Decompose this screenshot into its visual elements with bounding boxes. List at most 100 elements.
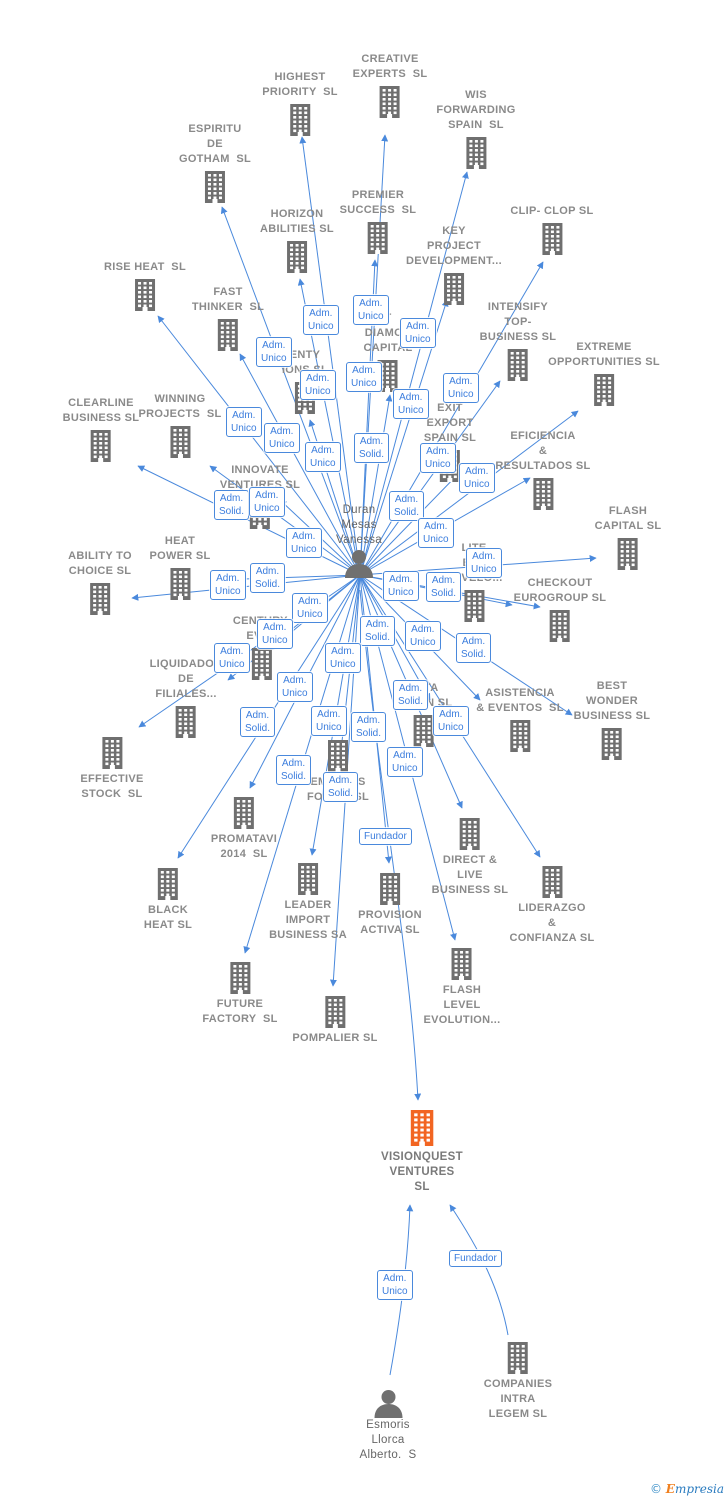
company-node-asistencia[interactable]: ASISTENCIA & EVENTOS SL bbox=[476, 686, 563, 752]
edge-to-creative bbox=[359, 134, 389, 576]
company-label: BLACK HEAT SL bbox=[143, 904, 193, 931]
company-node-provision[interactable]: PROVISION ACTIVA SL bbox=[358, 873, 422, 938]
role-badge[interactable]: Adm. Unico bbox=[226, 407, 262, 437]
company-node-intensify[interactable]: INTENSIFY TOP- BUSINESS SL bbox=[480, 300, 557, 381]
company-node-companies[interactable]: COMPANIES INTRA LEGEM SL bbox=[484, 1342, 553, 1422]
company-label: EXTREME OPPORTUNITIES SL bbox=[548, 341, 660, 368]
role-badge[interactable]: Adm. Solid. bbox=[354, 433, 390, 463]
company-node-espiritu[interactable]: ESPIRITU DE GOTHAM SL bbox=[179, 122, 251, 203]
building-icon bbox=[508, 349, 528, 381]
company-node-effective[interactable]: EFFECTIVE STOCK SL bbox=[80, 737, 143, 802]
company-node-premier[interactable]: PREMIER SUCCESS SL bbox=[340, 188, 417, 254]
role-badge[interactable]: Adm. Solid. bbox=[426, 572, 462, 602]
company-label: EFICIENCIA & RESULTADOS SL bbox=[495, 430, 591, 472]
role-badge[interactable]: Adm. Unico bbox=[325, 643, 361, 673]
role-badge[interactable]: Adm. Solid. bbox=[351, 712, 387, 742]
company-node-clipclop[interactable]: CLIP- CLOP SL bbox=[510, 204, 593, 255]
company-node-pompalier[interactable]: POMPALIER SL bbox=[292, 996, 377, 1046]
role-badge[interactable]: Adm. Unico bbox=[257, 619, 293, 649]
role-badge[interactable]: Adm. Solid. bbox=[240, 707, 276, 737]
role-badge[interactable]: Adm. Unico bbox=[300, 370, 336, 400]
role-badge[interactable]: Adm. Unico bbox=[305, 442, 341, 472]
company-node-horizon[interactable]: HORIZON ABILITIES SL bbox=[260, 207, 334, 273]
company-node-future[interactable]: FUTURE FACTORY SL bbox=[202, 962, 277, 1027]
role-badge[interactable]: Adm. Solid. bbox=[323, 772, 359, 802]
second-person-node[interactable]: Esmoris Llorca Alberto. S bbox=[360, 1388, 417, 1463]
company-node-bestwonder[interactable]: BEST WONDER BUSINESS SL bbox=[574, 679, 651, 760]
company-node-promatavi[interactable]: PROMATAVI 2014 SL bbox=[211, 797, 277, 862]
role-badge[interactable]: Adm. Solid. bbox=[214, 490, 250, 520]
role-badge[interactable]: Adm. Unico bbox=[418, 518, 454, 548]
company-node-extreme[interactable]: EXTREME OPPORTUNITIES SL bbox=[548, 340, 660, 406]
company-node-highest[interactable]: HIGHEST PRIORITY SL bbox=[262, 70, 338, 136]
company-label: WINNING PROJECTS SL bbox=[138, 393, 222, 420]
role-badge[interactable]: Adm. Unico bbox=[264, 423, 300, 453]
company-node-fast[interactable]: FAST THINKER SL bbox=[192, 285, 264, 351]
role-badge[interactable]: Adm. Unico bbox=[353, 295, 389, 325]
company-node-clearline[interactable]: CLEARLINE BUSINESS SL bbox=[63, 396, 140, 462]
role-badge[interactable]: Adm. Unico bbox=[256, 337, 292, 367]
company-node-diamond[interactable]: T DIAMON CAPITAL bbox=[364, 311, 413, 392]
copyright-symbol: © bbox=[649, 1482, 662, 1496]
role-badge[interactable]: Adm. Unico bbox=[393, 389, 429, 419]
company-label: INNOVATE VENTURES SL bbox=[219, 464, 301, 491]
building-icon bbox=[205, 171, 225, 203]
role-badge[interactable]: Adm. Unico bbox=[292, 593, 328, 623]
company-node-flashcap[interactable]: FLASH CAPITAL SL bbox=[595, 504, 662, 570]
role-badge[interactable]: Adm. Unico bbox=[433, 706, 469, 736]
role-badge[interactable]: Adm. Unico bbox=[303, 305, 339, 335]
company-node-riseheat[interactable]: RISE HEAT SL bbox=[104, 260, 186, 311]
building-icon bbox=[532, 478, 553, 510]
role-badge[interactable]: Adm. Unico bbox=[346, 362, 382, 392]
role-badge[interactable]: Adm. Unico bbox=[286, 528, 322, 558]
role-badge[interactable]: Adm. Solid. bbox=[276, 755, 312, 785]
edge-to-clearline bbox=[137, 465, 361, 576]
company-node-liquidador[interactable]: LIQUIDADOR DE FILIALES... bbox=[150, 657, 223, 738]
building-icon bbox=[90, 583, 110, 615]
company-node-creative[interactable]: CREATIVE EXPERTS SL bbox=[353, 52, 428, 118]
role-badge[interactable]: Adm. Unico bbox=[387, 747, 423, 777]
center-person-node[interactable]: Duran Mesas Vanessa bbox=[336, 503, 382, 578]
role-badge[interactable]: Adm. Unico bbox=[383, 571, 419, 601]
company-node-wis[interactable]: WIS FORWARDING SPAIN SL bbox=[436, 88, 515, 169]
building-icon bbox=[466, 137, 486, 169]
role-badge[interactable]: Fundador bbox=[359, 828, 412, 845]
role-badge[interactable]: Adm. Unico bbox=[443, 373, 479, 403]
company-node-heatpower[interactable]: HEAT POWER SL bbox=[149, 534, 210, 600]
company-label: DIRECT & LIVE BUSINESS SL bbox=[431, 854, 509, 896]
company-node-keyproject[interactable]: KEY PROJECT DEVELOPMENT... bbox=[406, 224, 502, 305]
role-badge[interactable]: Adm. Solid. bbox=[389, 491, 425, 521]
company-node-liderazgo[interactable]: LIDERAZGO & CONFIANZA SL bbox=[509, 866, 594, 946]
company-node-winning[interactable]: WINNING PROJECTS SL bbox=[138, 392, 221, 458]
role-badge[interactable]: Adm. Unico bbox=[466, 548, 502, 578]
role-badge[interactable]: Adm. Unico bbox=[405, 621, 441, 651]
role-badge[interactable]: Adm. Solid. bbox=[360, 616, 396, 646]
company-node-directlive[interactable]: DIRECT & LIVE BUSINESS SL bbox=[432, 818, 509, 898]
role-badge[interactable]: Adm. Unico bbox=[459, 463, 495, 493]
company-node-blackheat[interactable]: BLACK HEAT SL bbox=[144, 868, 192, 933]
company-node-ability[interactable]: ABILITY TO CHOICE SL bbox=[68, 549, 132, 615]
company-node-eficiencia[interactable]: EFICIENCIA & RESULTADOS SL bbox=[495, 429, 590, 510]
role-badge[interactable]: Adm. Unico bbox=[420, 443, 456, 473]
target-company-node[interactable]: VISIONQUEST VENTURES SL bbox=[381, 1110, 463, 1195]
role-badge[interactable]: Adm. Unico bbox=[210, 570, 246, 600]
role-badge[interactable]: Adm. Solid. bbox=[456, 633, 492, 663]
company-label: CLIP- CLOP SL bbox=[510, 205, 594, 217]
copyright-footer[interactable]: © Empresia bbox=[650, 1482, 724, 1496]
building-icon bbox=[507, 1342, 528, 1374]
role-badge[interactable]: Adm. Unico bbox=[277, 672, 313, 702]
role-badge[interactable]: Fundador bbox=[449, 1250, 502, 1267]
company-node-flashlevel[interactable]: FLASH LEVEL EVOLUTION... bbox=[424, 948, 501, 1028]
role-badge[interactable]: Adm. Unico bbox=[377, 1270, 413, 1300]
company-node-checkout[interactable]: CHECKOUT EUROGROUP SL bbox=[514, 576, 607, 642]
role-badge[interactable]: Adm. Solid. bbox=[250, 563, 286, 593]
role-badge[interactable]: Adm. Solid. bbox=[393, 680, 429, 710]
building-icon bbox=[379, 86, 400, 118]
building-icon bbox=[549, 610, 570, 642]
role-badge[interactable]: Adm. Unico bbox=[400, 318, 436, 348]
role-badge[interactable]: Adm. Unico bbox=[311, 706, 347, 736]
role-badge[interactable]: Adm. Unico bbox=[214, 643, 250, 673]
role-badge[interactable]: Adm. Unico bbox=[249, 487, 285, 517]
company-node-leader[interactable]: LEADER IMPORT BUSINESS SA bbox=[269, 863, 347, 943]
company-label: PROMATAVI 2014 SL bbox=[210, 833, 278, 860]
